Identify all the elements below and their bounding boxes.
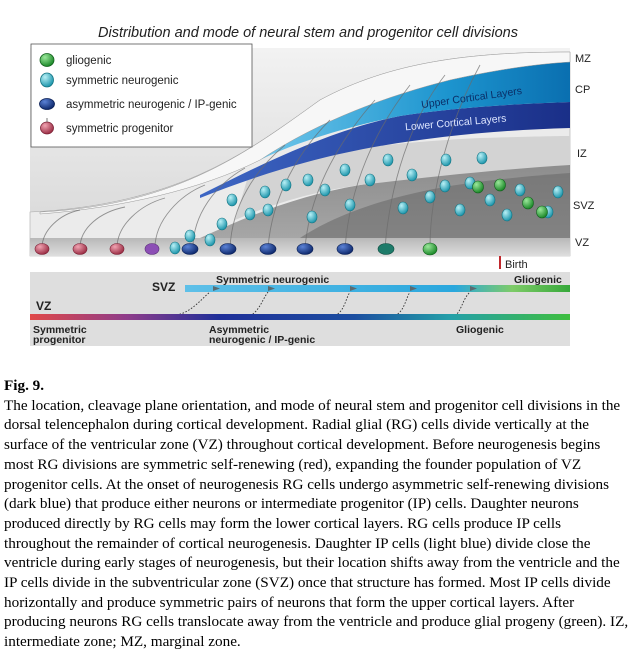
svz-gliogenic-label: Gliogenic <box>514 274 562 286</box>
marginal-zone <box>39 51 571 215</box>
cell-symmetric-neurogenic <box>382 153 394 167</box>
legend-symmetric-neurogenic-label: symmetric neurogenic <box>66 75 179 87</box>
cell-symmetric-neurogenic <box>244 207 256 221</box>
cell-gliogenic <box>422 242 438 256</box>
cell-symmetric-progenitor <box>109 243 125 255</box>
cell-symmetric-neurogenic <box>262 203 274 217</box>
legend: gliogenic symmetric neurogenic asymmetri… <box>30 43 253 148</box>
cell-symmetric-neurogenic <box>397 201 409 215</box>
cell-gliogenic <box>472 180 484 194</box>
zone-label-mz: MZ <box>575 53 591 65</box>
legend-asymmetric-icon <box>39 98 55 110</box>
cell-transition <box>377 243 395 255</box>
cell-symmetric-progenitor <box>72 243 88 255</box>
lower-cortical-layers <box>200 102 570 198</box>
cell-symmetric-neurogenic <box>514 183 526 197</box>
cell-symmetric-neurogenic <box>169 241 181 255</box>
cell-symmetric-neurogenic <box>280 178 292 192</box>
cell-asymmetric <box>181 243 199 255</box>
svz-glial-cells <box>472 178 548 219</box>
legend-symmetric-progenitor-label: symmetric progenitor <box>66 123 174 135</box>
cell-symmetric-neurogenic <box>306 210 318 224</box>
zone-label-cp: CP <box>575 84 590 96</box>
cell-symmetric-neurogenic <box>454 203 466 217</box>
timeline-panel <box>30 272 570 346</box>
figure-title: Distribution and mode of neural stem and… <box>98 25 518 41</box>
vz-timeline-label: VZ <box>36 299 51 313</box>
radial-glia-fibers <box>41 64 481 249</box>
cell-symmetric-neurogenic <box>440 153 452 167</box>
vz-gliogenic-label: Gliogenic <box>456 324 504 336</box>
legend-gliogenic-label: gliogenic <box>66 55 112 67</box>
cell-symmetric-neurogenic <box>344 198 356 212</box>
svz-arrows <box>213 286 477 291</box>
vz-timeline-bar <box>30 314 570 320</box>
cell-gliogenic <box>536 205 548 219</box>
cell-symmetric-neurogenic <box>552 185 564 199</box>
legend-gliogenic-icon <box>39 53 55 67</box>
cell-symmetric-neurogenic <box>259 185 271 199</box>
legend-asymmetric-label: asymmetric neurogenic / IP-genic <box>66 99 237 111</box>
cell-symmetric-neurogenic <box>226 193 238 207</box>
cell-gliogenic <box>494 178 506 192</box>
cell-symmetric-neurogenic <box>339 163 351 177</box>
cell-gliogenic <box>522 196 534 210</box>
cell-symmetric-neurogenic <box>501 208 513 222</box>
legend-symmetric-progenitor-icon <box>40 121 54 135</box>
svz-timeline-bar <box>185 285 570 292</box>
upper-cortical-layers <box>260 62 570 160</box>
cell-transition <box>144 243 160 255</box>
birth-label: Birth <box>505 259 528 271</box>
cell-symmetric-neurogenic <box>476 151 488 165</box>
zone-label-iz: IZ <box>577 148 587 160</box>
cell-asymmetric <box>336 243 354 255</box>
figure-caption: Fig. 9. The location, cleavage plane ori… <box>4 376 630 652</box>
cell-symmetric-neurogenic <box>439 179 451 193</box>
svz-symmetric-neurogenic-label: Symmetric neurogenic <box>216 274 329 286</box>
cell-symmetric-progenitor <box>34 243 50 255</box>
cell-asymmetric <box>259 243 277 255</box>
cell-symmetric-neurogenic <box>302 173 314 187</box>
vz-cells <box>34 241 438 256</box>
zone-label-vz: VZ <box>575 237 589 249</box>
cell-symmetric-neurogenic <box>364 173 376 187</box>
cell-symmetric-neurogenic <box>204 233 216 247</box>
cell-asymmetric <box>296 243 314 255</box>
cell-symmetric-neurogenic <box>319 183 331 197</box>
legend-symmetric-neurogenic-icon <box>40 72 54 88</box>
figure-label: Fig. 9. <box>4 377 45 394</box>
figure-diagram: Distribution and mode of neural stem and… <box>29 25 595 346</box>
cell-symmetric-neurogenic <box>216 217 228 231</box>
cell-symmetric-neurogenic <box>406 168 418 182</box>
caption-text: The location, cleavage plane orientation… <box>4 396 629 651</box>
cell-symmetric-neurogenic <box>184 229 196 243</box>
cell-symmetric-neurogenic <box>424 190 436 204</box>
svz-timeline-label: SVZ <box>152 280 175 294</box>
zone-label-svz: SVZ <box>573 200 595 212</box>
cell-asymmetric <box>219 243 237 255</box>
cell-symmetric-neurogenic <box>484 193 496 207</box>
